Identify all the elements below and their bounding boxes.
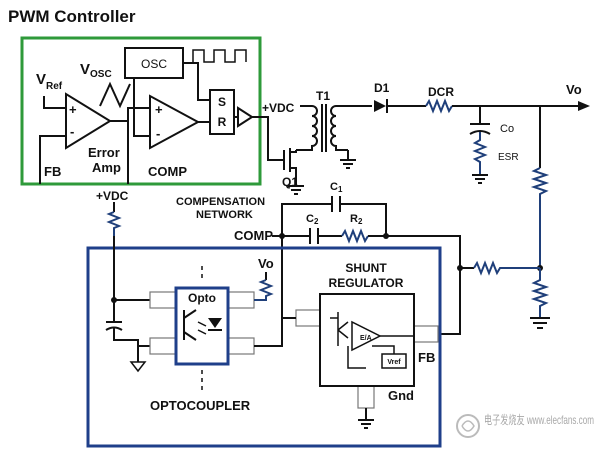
error-amp-plus: + <box>69 102 77 117</box>
fb-node-dot <box>457 265 463 271</box>
opto-led-resistor <box>254 279 274 301</box>
comp-network-label-2: NETWORK <box>196 209 253 221</box>
co-plate-bottom <box>469 130 491 135</box>
shunt-ea-triangle <box>351 320 382 352</box>
shunt-internal-wiring <box>330 312 366 369</box>
co-label: Co <box>500 123 514 135</box>
opto-pad-top-right <box>227 291 255 309</box>
esr-resistor <box>472 132 488 175</box>
opto-cap-to-ground <box>113 328 139 362</box>
vosc-label: VOSC <box>80 61 112 80</box>
optocoupler-label: OPTOCOUPLER <box>150 398 251 413</box>
r2-to-fb-wire <box>368 235 461 335</box>
driver-buffer-triangle <box>237 106 254 128</box>
shunt-label-2: REGULATOR <box>329 276 404 290</box>
pwm-controller-box <box>20 36 262 186</box>
t1-label: T1 <box>316 89 330 103</box>
error-amp-out-wire <box>110 107 150 122</box>
comp-top-label: COMP <box>148 164 187 179</box>
vdc-t1-label: +VDC <box>262 101 295 115</box>
fb-series-resistor <box>473 260 540 276</box>
secondary-ground <box>340 150 356 169</box>
diagram-title: PWM Controller <box>8 7 136 26</box>
c1-wire <box>281 203 387 236</box>
transformer-secondary <box>330 105 348 151</box>
opto-phototransistor <box>183 309 197 341</box>
error-amp-label-1: Error <box>88 145 120 160</box>
osc-label: OSC <box>141 57 167 71</box>
d1-label: D1 <box>374 81 390 95</box>
vo-out-label: Vo <box>566 82 582 97</box>
vref-label: VRef <box>36 71 63 92</box>
divider-ground <box>530 317 550 329</box>
comparator-plus: + <box>155 102 163 117</box>
divider-upper-resistor <box>530 167 550 268</box>
co-ground <box>472 174 488 184</box>
vdc-left-label: +VDC <box>96 189 129 203</box>
comp-mid-label: COMP <box>234 228 273 243</box>
opto-pad-bottom-left <box>149 337 177 355</box>
fb-right-label: FB <box>418 350 435 365</box>
dcr-label: DCR <box>428 85 454 99</box>
shunt-ground <box>358 408 374 429</box>
opto-cap-plate-2 <box>105 326 123 331</box>
sr-latch-r: R <box>218 115 227 129</box>
comp-network-label-1: COMPENSATION <box>176 196 265 208</box>
osc-to-comparator-wire <box>133 78 150 137</box>
sr-latch-s: S <box>218 95 226 109</box>
shunt-pad-bottom <box>357 385 375 409</box>
opto-pad-bottom-right <box>227 337 255 355</box>
q1-ground <box>288 182 304 195</box>
watermark-logo: 电子发烧友 www.elecfans.com <box>456 412 594 438</box>
vo-opto-label: Vo <box>258 256 274 271</box>
esr-label: ESR <box>498 152 519 163</box>
error-amp-minus: - <box>70 124 74 139</box>
opto-to-comp-wire <box>254 254 283 347</box>
fb-wire <box>39 135 66 180</box>
opto-pad-top-left <box>149 291 177 309</box>
buffer-to-gate-wire <box>252 116 284 161</box>
shunt-label-1: SHUNT <box>345 261 387 275</box>
d1-diode <box>374 100 386 112</box>
opto-light-arrows-icon <box>197 321 207 335</box>
opto-label: Opto <box>188 291 216 305</box>
fb-left-label: FB <box>44 164 61 179</box>
pwm-comparator-triangle <box>149 94 201 150</box>
shunt-ea-label: E/A <box>360 335 372 342</box>
r2-resistor <box>341 228 369 244</box>
vo-arrow-icon <box>578 101 590 111</box>
c2-label: C2 <box>306 213 319 226</box>
divider-lower-resistor <box>530 268 550 318</box>
dcr-resistor <box>425 98 453 114</box>
comparator-minus: - <box>156 126 160 141</box>
optocoupler-section-box <box>86 246 442 448</box>
watermark-text: 电子发烧友 www.elecfans.com <box>484 412 594 427</box>
c1-label: C1 <box>330 181 343 194</box>
shunt-vref-label: Vref <box>387 359 401 366</box>
shunt-vref-wire <box>372 345 395 354</box>
error-amp-label-2: Amp <box>92 160 121 175</box>
opto-left-rail <box>113 236 150 301</box>
opto-led-icon <box>208 318 222 328</box>
r2-label: R2 <box>350 213 363 226</box>
opto-ground-icon <box>129 361 147 373</box>
comp-down-wire <box>127 172 283 254</box>
sawtooth-wave-icon <box>99 81 131 109</box>
square-wave-icon <box>192 49 247 63</box>
osc-to-latch-wire <box>183 62 210 101</box>
gnd-label: Gnd <box>388 388 414 403</box>
vref-wire <box>43 96 66 109</box>
sr-latch-block <box>209 89 235 135</box>
transformer-primary <box>296 105 318 151</box>
q1-mosfet <box>283 148 297 182</box>
r2-node-dot <box>383 233 389 239</box>
error-amp-triangle <box>65 92 112 150</box>
osc-block <box>124 47 184 79</box>
shunt-pad-left <box>295 309 321 327</box>
vdc-pullup-resistor <box>106 211 122 236</box>
shunt-pad-right <box>413 325 439 343</box>
